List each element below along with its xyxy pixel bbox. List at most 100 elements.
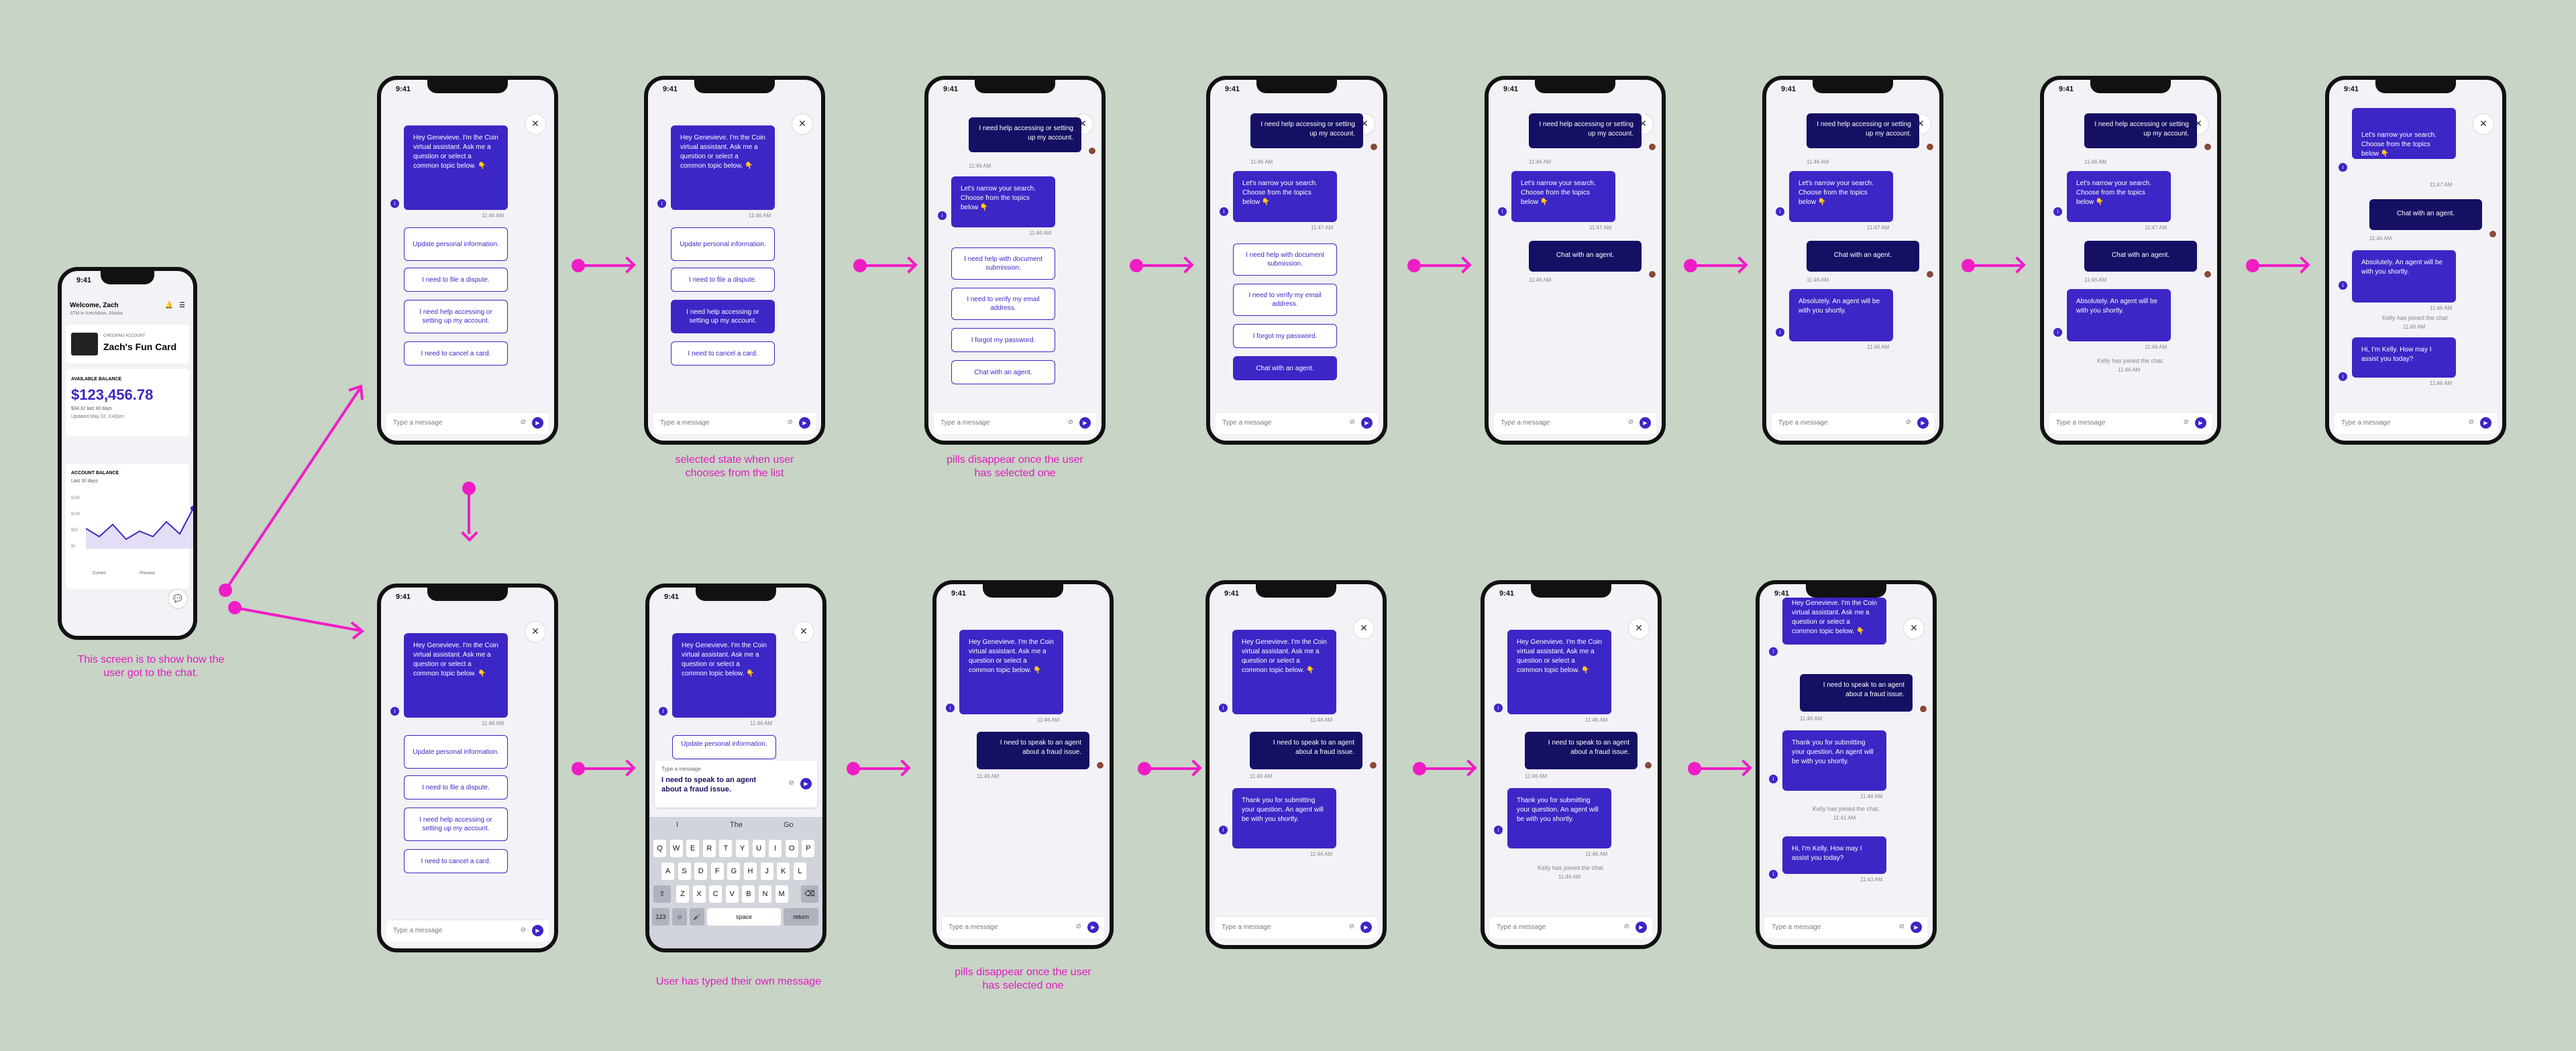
key-d[interactable]: D bbox=[694, 863, 708, 880]
agent-kelly-hi: Hi, I'm Kelly. How may I assist you toda… bbox=[2352, 337, 2456, 378]
note-how-user-got-to-chat: This screen is to show how the user got … bbox=[77, 654, 225, 679]
pill-file-dispute[interactable]: I need to file a dispute. bbox=[671, 268, 775, 292]
key-g[interactable]: G bbox=[727, 863, 741, 880]
chat-typing-screen: 9:41 ✕ Hey Genevieve. I'm the Coin virtu… bbox=[645, 584, 826, 952]
close-icon[interactable]: ✕ bbox=[792, 113, 813, 135]
bot-avatar: i bbox=[390, 199, 399, 208]
key-o[interactable]: O bbox=[785, 840, 798, 857]
pill-account-access-selected[interactable]: I need help accessing or setting up my a… bbox=[671, 300, 775, 333]
key-v[interactable]: V bbox=[725, 885, 739, 903]
message-input[interactable]: Type a message⊘▶ bbox=[386, 412, 549, 434]
chat-launcher-icon[interactable]: 💬 bbox=[168, 589, 188, 609]
key-p[interactable]: P bbox=[802, 840, 815, 857]
key-r[interactable]: R bbox=[702, 840, 716, 857]
message-input[interactable]: Type a message⊘▶ bbox=[1215, 916, 1377, 938]
message-input[interactable]: Type a message⊘▶ bbox=[934, 412, 1096, 434]
chart-title: ACCOUNT BALANCE bbox=[71, 471, 119, 476]
return-key[interactable]: return bbox=[784, 908, 818, 926]
message-input[interactable]: Type a message⊘▶ bbox=[2334, 412, 2497, 434]
pill-cancel-card[interactable]: I need to cancel a card. bbox=[671, 341, 775, 366]
close-icon[interactable]: ✕ bbox=[793, 621, 814, 643]
message-input[interactable]: Type a message⊘▶ bbox=[386, 920, 549, 942]
legend-previous: Previous bbox=[140, 571, 156, 575]
kelly-joined-notice: Kelly has joined the chat. bbox=[2096, 357, 2165, 364]
pill-update-info[interactable]: Update personal information. bbox=[671, 227, 775, 261]
typed-message-box[interactable]: Type a message I need to speak to an age… bbox=[655, 761, 817, 808]
send-button[interactable]: ▶ bbox=[532, 417, 543, 429]
key-k[interactable]: K bbox=[777, 863, 790, 880]
pill-chat-agent-selected[interactable]: Chat with an agent. bbox=[1233, 356, 1337, 380]
note-user-typed: User has typed their own message bbox=[655, 976, 822, 987]
card-image bbox=[71, 333, 98, 355]
pill-update-info[interactable]: Update personal information. bbox=[404, 227, 508, 261]
key-z[interactable]: Z bbox=[676, 885, 689, 903]
bot-absolutely: Absolutely. An agent will be with you sh… bbox=[1789, 289, 1893, 341]
close-icon[interactable]: ✕ bbox=[525, 621, 546, 643]
notch bbox=[101, 271, 154, 284]
numbers-key[interactable]: 123 bbox=[652, 908, 669, 926]
mic-key[interactable]: 🎤 bbox=[690, 908, 704, 926]
key-a[interactable]: A bbox=[661, 863, 674, 880]
key-m[interactable]: M bbox=[775, 885, 788, 903]
shift-key[interactable]: ⇧ bbox=[653, 885, 671, 903]
key-t[interactable]: T bbox=[719, 840, 733, 857]
key-b[interactable]: B bbox=[742, 885, 755, 903]
delete-key[interactable]: ⌫ bbox=[801, 885, 818, 903]
bell-icon[interactable]: 🔔 bbox=[164, 302, 173, 309]
attach-icon[interactable]: ⊘ bbox=[520, 419, 526, 426]
pill-account-access[interactable]: I need help accessing or setting up my a… bbox=[404, 300, 508, 333]
key-h[interactable]: H bbox=[744, 863, 757, 880]
location-text: ATM in Ketchikan, Alaska bbox=[70, 311, 123, 316]
message-input[interactable]: Type a message⊘▶ bbox=[942, 916, 1104, 938]
message-input[interactable]: Type a message⊘▶ bbox=[1765, 916, 1927, 938]
balance-change: $34.32 last 30 days bbox=[71, 406, 112, 411]
message-input[interactable]: Type a message⊘▶ bbox=[1494, 412, 1656, 434]
key-j[interactable]: J bbox=[760, 863, 773, 880]
message-input[interactable]: Type a message⊘▶ bbox=[1216, 412, 1378, 434]
welcome-text: Welcome, Zach bbox=[70, 302, 119, 309]
space-key[interactable]: space bbox=[707, 908, 781, 926]
account-card[interactable]: CHECKING ACCOUNT Zach's Fun Card bbox=[66, 325, 189, 364]
key-y[interactable]: Y bbox=[736, 840, 749, 857]
message-input[interactable]: Type a message⊘▶ bbox=[1772, 412, 1934, 434]
message-input[interactable]: Type a message⊘▶ bbox=[653, 412, 816, 434]
chat-narrow-screen: 9:41 ✕ I need help accessing or setting … bbox=[924, 76, 1106, 445]
flow-arrow bbox=[1138, 762, 1198, 775]
key-x[interactable]: X bbox=[692, 885, 706, 903]
message-input[interactable]: Type a message⊘▶ bbox=[1490, 916, 1652, 938]
flow-arrow bbox=[1688, 762, 1748, 775]
close-icon[interactable]: ✕ bbox=[1353, 618, 1375, 639]
chat-kelly-joined-screen-b: 9:41 ✕ Hey Genevieve. I'm the Coin virtu… bbox=[1481, 580, 1662, 949]
message-input[interactable]: Type a message⊘▶ bbox=[2049, 412, 2212, 434]
pill-cancel-card[interactable]: I need to cancel a card. bbox=[404, 341, 508, 366]
balance-card: AVAILABLE BALANCE $123,456.78 $34.32 las… bbox=[66, 369, 189, 436]
key-c[interactable]: C bbox=[709, 885, 722, 903]
close-icon[interactable]: ✕ bbox=[525, 113, 546, 135]
close-icon[interactable]: ✕ bbox=[1903, 618, 1925, 639]
flow-arrow bbox=[1130, 259, 1190, 272]
key-n[interactable]: N bbox=[759, 885, 771, 903]
send-button[interactable]: ▶ bbox=[800, 778, 812, 789]
legend-current: Current bbox=[93, 571, 107, 575]
close-icon[interactable]: ✕ bbox=[2473, 113, 2494, 135]
chart-range[interactable]: Last 30 days bbox=[71, 479, 98, 484]
key-u[interactable]: U bbox=[752, 840, 765, 857]
key-s[interactable]: S bbox=[678, 863, 691, 880]
pill-file-dispute[interactable]: I need to file a dispute. bbox=[404, 268, 508, 292]
key-f[interactable]: F bbox=[710, 863, 724, 880]
menu-icon[interactable]: ☰ bbox=[179, 302, 185, 309]
key-q[interactable]: Q bbox=[653, 840, 666, 857]
key-l[interactable]: L bbox=[793, 863, 806, 880]
key-w[interactable]: W bbox=[669, 840, 683, 857]
flow-arrow bbox=[572, 259, 632, 272]
flow-arrow-head bbox=[461, 524, 478, 542]
flow-arrow bbox=[1413, 762, 1473, 775]
close-icon[interactable]: ✕ bbox=[1628, 618, 1650, 639]
chat-agent-request-screen: 9:41 ✕ I need help accessing or setting … bbox=[1485, 76, 1666, 445]
key-e[interactable]: E bbox=[686, 840, 700, 857]
flow-arrow bbox=[2246, 259, 2306, 272]
key-i[interactable]: I bbox=[769, 840, 782, 857]
chat-thank-you-screen: 9:41 ✕ Hey Genevieve. I'm the Coin virtu… bbox=[1205, 580, 1387, 949]
emoji-key[interactable]: ☺ bbox=[672, 908, 687, 926]
